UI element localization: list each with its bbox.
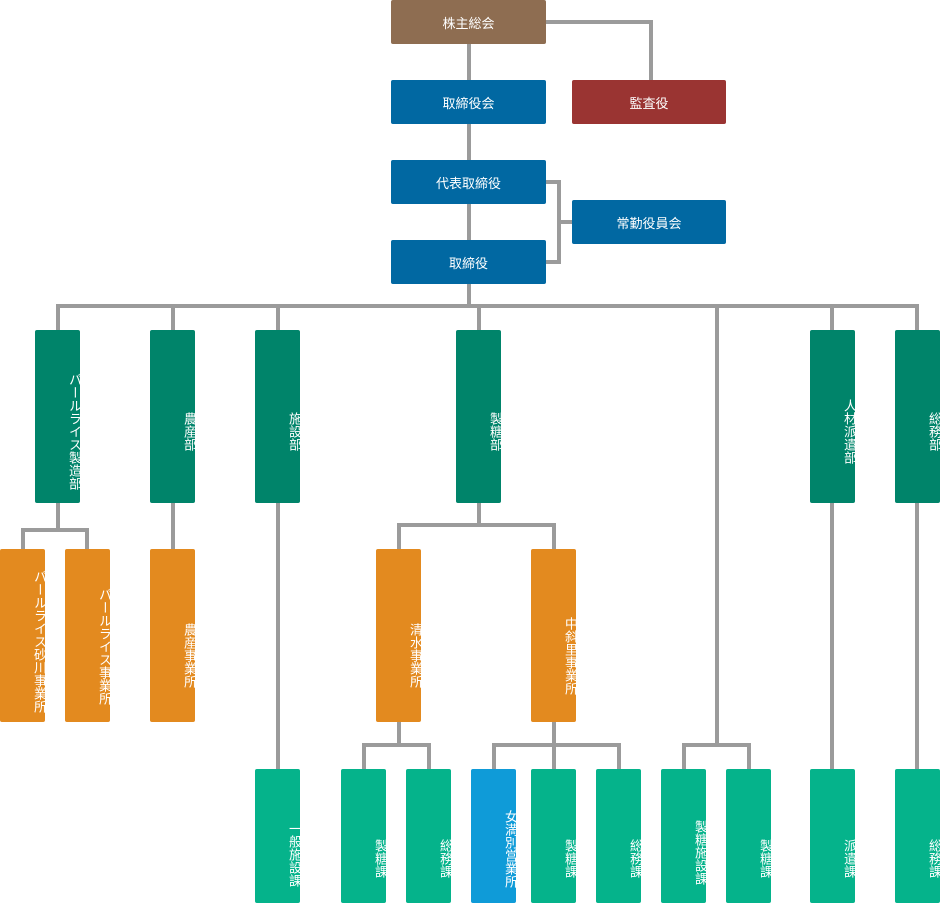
sugar-facility-section-box: 製糖施設課 [661, 769, 707, 903]
general-affairs-dept-box: 総務部 [895, 330, 940, 503]
facility-dept-label: 施設部 [286, 412, 301, 451]
general-affairs-dept-label: 総務部 [926, 412, 940, 451]
shimizu-general-section-box: 総務課 [406, 769, 452, 903]
shimizu-general-section-label: 総務課 [437, 839, 452, 878]
general-affairs-section-label: 総務課 [926, 839, 940, 878]
sugar-section-label: 製糖課 [757, 839, 772, 878]
agriculture-office-box: 農産事業所 [150, 549, 196, 722]
pearl-rice-sunagawa-office-label: パールライス砂川事業所 [31, 570, 46, 713]
representative-director-box: 代表取締役 [391, 160, 546, 204]
staffing-dept-label: 人材派遣部 [841, 399, 856, 464]
director-box: 取締役 [391, 240, 546, 284]
executive-committee-label: 常勤役員会 [616, 216, 682, 232]
staffing-dept-box: 人材派遣部 [810, 330, 856, 503]
pearl-rice-office-box: パールライス事業所 [65, 549, 111, 722]
nakashari-sugar-section-label: 製糖課 [562, 839, 577, 878]
nakashari-general-section-box: 総務課 [596, 769, 642, 903]
general-affairs-section-box: 総務課 [895, 769, 940, 903]
memambetsu-sales-office-box: 女満別営業所 [471, 769, 517, 903]
auditor-label: 監査役 [629, 96, 669, 112]
agriculture-office-label: 農産事業所 [181, 623, 196, 688]
shimizu-office-box: 清水事業所 [376, 549, 422, 722]
nakashari-office-label: 中斜里事業所 [562, 616, 577, 695]
agriculture-dept-box: 農産部 [150, 330, 196, 503]
shimizu-sugar-section-label: 製糖課 [372, 839, 387, 878]
dispatch-section-label: 派遣課 [841, 839, 856, 878]
representative-director-label: 代表取締役 [435, 176, 501, 192]
memambetsu-sales-office-label: 女満別営業所 [502, 810, 517, 888]
shimizu-office-label: 清水事業所 [407, 623, 422, 688]
pearl-rice-sunagawa-office-box: パールライス砂川事業所 [0, 549, 46, 722]
shareholders-meeting-box: 株主総会 [391, 0, 546, 44]
sugar-facility-section-label: 製糖施設課 [692, 819, 707, 885]
dispatch-section-box: 派遣課 [810, 769, 856, 903]
executive-committee-box: 常勤役員会 [572, 200, 726, 244]
shareholders-meeting-label: 株主総会 [442, 16, 495, 32]
general-facility-section-label: 一般施設課 [286, 821, 301, 887]
shimizu-sugar-section-box: 製糖課 [341, 769, 387, 903]
board-of-directors-box: 取締役会 [391, 80, 546, 124]
director-label: 取締役 [448, 256, 488, 272]
facility-dept-box: 施設部 [255, 330, 301, 503]
board-of-directors-label: 取締役会 [442, 96, 495, 112]
auditor-box: 監査役 [572, 80, 726, 124]
pearl-rice-office-label: パールライス事業所 [96, 588, 111, 705]
pearl-rice-dept-box: パールライス製造部 [35, 330, 81, 503]
sugar-dept-label: 製糖部 [487, 412, 502, 451]
nakashari-office-box: 中斜里事業所 [531, 549, 577, 722]
agriculture-dept-label: 農産部 [181, 412, 196, 451]
sugar-dept-box: 製糖部 [456, 330, 502, 503]
general-facility-section-box: 一般施設課 [255, 769, 301, 903]
sugar-section-box: 製糖課 [726, 769, 772, 903]
pearl-rice-dept-label: パールライス製造部 [66, 373, 81, 490]
nakashari-general-section-label: 総務課 [627, 839, 642, 878]
nakashari-sugar-section-box: 製糖課 [531, 769, 577, 903]
